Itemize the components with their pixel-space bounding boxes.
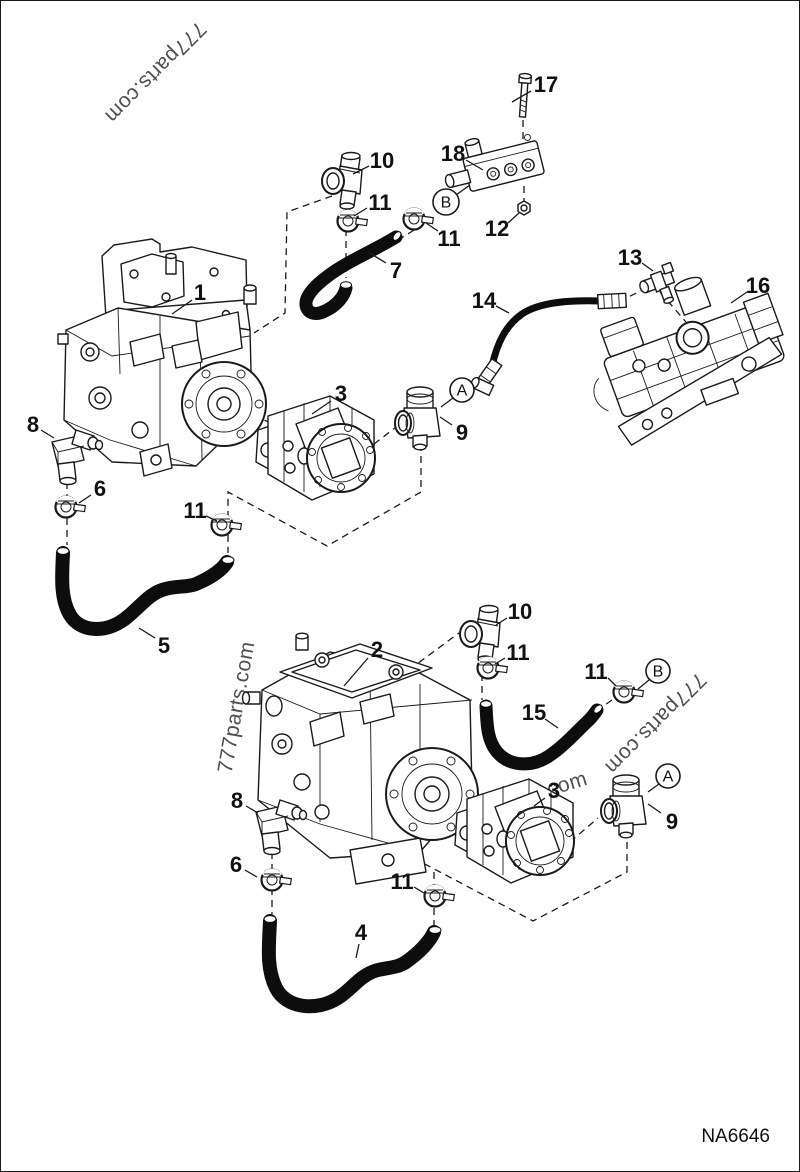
svg-text:10: 10 bbox=[370, 148, 394, 173]
svg-text:3: 3 bbox=[548, 778, 560, 803]
svg-text:10: 10 bbox=[508, 599, 532, 624]
callout-6-lower: 6 bbox=[230, 852, 258, 878]
svg-text:1: 1 bbox=[194, 280, 206, 305]
valve-block-18 bbox=[444, 134, 545, 192]
valve-assembly-16 bbox=[593, 276, 785, 446]
svg-text:9: 9 bbox=[456, 420, 468, 445]
svg-text:B: B bbox=[441, 195, 452, 212]
svg-text:14: 14 bbox=[472, 288, 497, 313]
svg-text:A: A bbox=[457, 383, 468, 400]
bolt-17 bbox=[518, 72, 533, 118]
svg-text:6: 6 bbox=[94, 476, 106, 501]
svg-text:7: 7 bbox=[390, 258, 402, 283]
callout-11-upper-left: 11 bbox=[353, 190, 392, 217]
callout-3-lower: 3 bbox=[533, 778, 560, 807]
callout-2: 2 bbox=[343, 637, 383, 687]
callout-3-upper: 3 bbox=[311, 381, 347, 415]
hose-15 bbox=[479, 699, 604, 771]
nut-12 bbox=[517, 200, 531, 216]
svg-text:16: 16 bbox=[746, 273, 770, 298]
ref-circle-A-lower: A bbox=[647, 763, 681, 793]
svg-text:6: 6 bbox=[230, 852, 242, 877]
callout-8-lower: 8 bbox=[231, 788, 259, 814]
callout-11-hose5: 11 bbox=[183, 498, 218, 523]
svg-text:8: 8 bbox=[27, 412, 39, 437]
callout-11-upper-right: 11 bbox=[425, 222, 461, 251]
callout-16: 16 bbox=[730, 273, 770, 304]
callout-13: 13 bbox=[618, 245, 654, 272]
drawing-number: NA6646 bbox=[701, 1126, 770, 1147]
callout-10-lower: 10 bbox=[495, 599, 532, 626]
svg-text:4: 4 bbox=[355, 920, 368, 945]
svg-text:13: 13 bbox=[618, 245, 642, 270]
callout-1: 1 bbox=[171, 280, 206, 315]
svg-text:11: 11 bbox=[390, 869, 413, 894]
svg-text:12: 12 bbox=[485, 216, 509, 241]
callout-8-upper: 8 bbox=[27, 412, 55, 439]
svg-text:17: 17 bbox=[534, 72, 558, 97]
callout-10-upper: 10 bbox=[352, 148, 394, 175]
callout-6-upper: 6 bbox=[78, 476, 106, 504]
svg-text:11: 11 bbox=[506, 640, 529, 665]
callout-12: 12 bbox=[485, 212, 520, 241]
svg-text:8: 8 bbox=[231, 788, 243, 813]
callout-17: 17 bbox=[511, 72, 558, 103]
svg-text:11: 11 bbox=[437, 226, 460, 251]
callout-11-hose15-right: 11 bbox=[584, 659, 617, 687]
callout-9-upper: 9 bbox=[439, 416, 468, 445]
callout-11-hose15-left: 11 bbox=[494, 640, 530, 665]
callout-18: 18 bbox=[441, 141, 484, 171]
callout-15: 15 bbox=[522, 700, 559, 729]
callout-9-lower: 9 bbox=[647, 803, 678, 834]
svg-text:11: 11 bbox=[183, 498, 206, 523]
svg-text:9: 9 bbox=[666, 809, 678, 834]
callout-4: 4 bbox=[355, 920, 368, 959]
hydrostatic-pump-2 bbox=[241, 632, 479, 885]
svg-text:3: 3 bbox=[335, 381, 347, 406]
svg-text:A: A bbox=[663, 769, 674, 786]
callout-14: 14 bbox=[472, 288, 510, 314]
callout-11-hose4: 11 bbox=[390, 869, 425, 894]
svg-text:11: 11 bbox=[584, 659, 607, 684]
hose-14 bbox=[470, 292, 628, 397]
ref-circle-B-upper: B bbox=[432, 184, 471, 216]
svg-text:18: 18 bbox=[441, 141, 465, 166]
svg-text:15: 15 bbox=[522, 700, 546, 725]
callout-7: 7 bbox=[367, 251, 402, 283]
ref-circle-B-lower: B bbox=[637, 658, 671, 690]
hydrostatic-pump-1 bbox=[57, 238, 267, 477]
svg-text:2: 2 bbox=[371, 637, 383, 662]
svg-text:B: B bbox=[653, 664, 664, 681]
hose-5 bbox=[55, 546, 235, 636]
fitting-13 bbox=[639, 261, 676, 304]
hose-7 bbox=[299, 230, 403, 320]
svg-text:5: 5 bbox=[158, 633, 170, 658]
ref-circle-A-upper: A bbox=[440, 377, 475, 408]
hose-4 bbox=[261, 914, 442, 1014]
callout-5: 5 bbox=[138, 627, 170, 658]
svg-text:11: 11 bbox=[368, 190, 391, 215]
